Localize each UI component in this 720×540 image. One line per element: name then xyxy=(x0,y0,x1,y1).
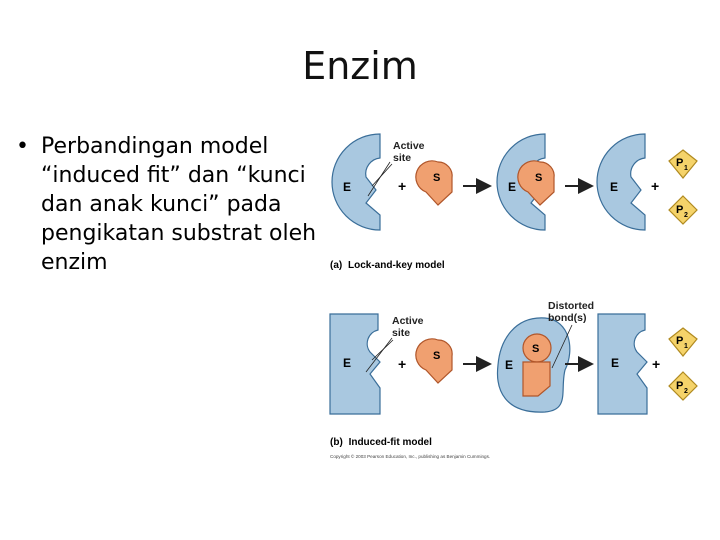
caption-text: Lock-and-key model xyxy=(348,260,445,271)
product-2-subscript: 2 xyxy=(684,212,688,219)
lock-and-key-caption: (a) Lock-and-key model xyxy=(330,260,445,271)
product-2-subscript: 2 xyxy=(684,388,688,395)
active-site-label: Active xyxy=(393,140,425,152)
caption-prefix: (a) xyxy=(330,260,342,271)
substrate-label: S xyxy=(433,172,440,184)
enzyme-label: E xyxy=(611,356,619,370)
substrate-shape: S xyxy=(416,339,452,383)
enzyme-shape: E xyxy=(598,314,647,414)
product-1-subscript: 1 xyxy=(684,343,688,350)
enzyme-shape: E xyxy=(332,134,380,230)
plus-sign: + xyxy=(398,178,406,194)
substrate-label: S xyxy=(532,343,539,355)
active-site-label: Active xyxy=(392,315,424,327)
caption-prefix: (b) xyxy=(330,437,343,448)
distorted-bond-label: Distorted xyxy=(548,300,594,312)
substrate-label: S xyxy=(535,172,542,184)
product-1-label: P xyxy=(676,157,683,169)
lock-and-key-panel: E Active site + S E S E + xyxy=(330,134,697,271)
enzyme-label: E xyxy=(343,356,351,370)
caption-text: Induced-fit model xyxy=(349,437,433,448)
enzyme-shape: E xyxy=(597,134,645,230)
product-2-shape: P 2 xyxy=(669,196,697,224)
substrate-shape: S xyxy=(416,161,452,205)
enzyme-label: E xyxy=(508,180,516,194)
plus-sign: + xyxy=(652,356,660,372)
induced-fit-caption: (b) Induced-fit model xyxy=(330,437,432,448)
enzyme-substrate-complex: E S xyxy=(497,134,554,230)
active-site-label-2: site xyxy=(393,152,411,164)
product-2-label: P xyxy=(676,204,683,216)
copyright-text: Copyright © 2003 Pearson Education, Inc.… xyxy=(330,453,490,459)
enzyme-label: E xyxy=(505,358,513,372)
product-1-shape: P 1 xyxy=(669,328,697,356)
enzyme-substrate-complex: E S xyxy=(498,318,570,412)
induced-fit-panel: E Active site + S E S Distorted bond(s) … xyxy=(330,300,697,459)
product-1-label: P xyxy=(676,335,683,347)
distorted-bond-label-2: bond(s) xyxy=(548,312,587,324)
plus-sign: + xyxy=(398,356,406,372)
product-1-subscript: 1 xyxy=(684,165,688,172)
enzyme-label: E xyxy=(610,180,618,194)
product-2-label: P xyxy=(676,380,683,392)
product-2-shape: P 2 xyxy=(669,372,697,400)
substrate-label: S xyxy=(433,350,440,362)
product-1-shape: P 1 xyxy=(669,150,697,178)
active-site-label-2: site xyxy=(392,327,410,339)
plus-sign: + xyxy=(651,178,659,194)
enzyme-label: E xyxy=(343,180,351,194)
